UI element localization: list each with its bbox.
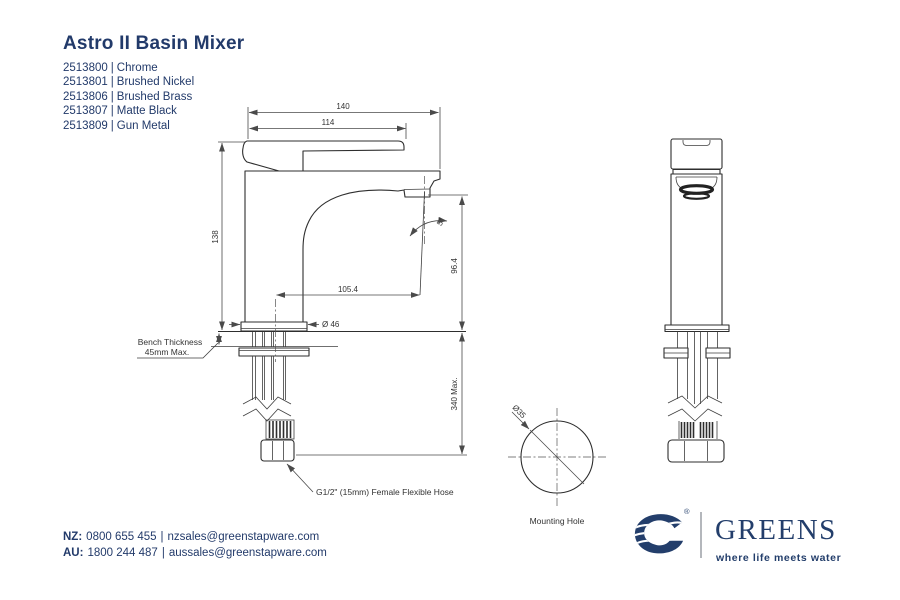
greens-wave-g-icon [634,514,684,554]
product-finish: Gun Metal [116,119,170,132]
dia35-leader-arrow [511,411,530,430]
logo-wordmark: GREENS [715,514,837,546]
product-finish: Matte Black [116,105,177,118]
product-finish: Chrome [116,62,158,74]
dim-mounting-diameter: Ø35 [511,403,528,420]
lever-notch-front [682,140,711,146]
dia35-leader-line [529,429,585,485]
nz-label: NZ: [63,531,83,543]
product-code-row: 2513807|Matte Black [63,104,244,118]
faucet-lever-side [242,140,405,172]
side-view-dimensions: 140 114 138 96.4 340 Max. 105.4 [137,102,468,497]
product-code-row: 2513801|Brushed Nickel [63,75,244,89]
base-flange-front [664,324,730,333]
contact-nz: NZ:0800 655 455|nzsales@greenstapware.co… [63,529,327,545]
bench-note-line1: Bench Thickness [138,337,203,347]
logo-divider [700,512,702,558]
dim-handle-length: 114 [322,118,335,127]
page-title: Astro II Basin Mixer [63,33,245,54]
mounting-hole-diagram: Ø35 Mounting Hole [508,403,606,526]
hose-walls-front [678,421,718,439]
supply-tubes-front [677,331,718,404]
product-code: 2513807 [63,105,108,118]
hose-note: G1/2" (15mm) Female Flexible Hose [316,487,454,497]
product-code-row: 2513806|Brushed Brass [63,90,244,104]
angle-arc [409,216,448,237]
dim-under-bench: 340 Max. [450,378,459,411]
supply-tubes-side [252,332,286,400]
dim-overall-width: 140 [336,102,350,111]
product-code-row: 2513809|Gun Metal [63,119,244,133]
footer-contacts: NZ:0800 655 455|nzsales@greenstapware.co… [63,529,327,561]
hose-nut-side [260,439,295,462]
product-code: 2513806 [63,90,108,103]
cartridge-collar-front [672,168,721,175]
logo-tagline: where life meets water [716,552,842,564]
dim-spout-reach: 105.4 [338,285,359,294]
dim-height-to-handle: 138 [211,230,220,244]
spout-tilt-line [419,191,425,296]
product-code: 2513800 [63,62,108,74]
ext-140 [247,107,441,169]
pipe-break-front [667,395,723,422]
nz-phone: 0800 655 455 [86,531,157,543]
hose-nut-facets-front [684,441,708,461]
au-label: AU: [63,547,84,559]
au-separator: | [161,547,165,559]
greens-logo: ® GREENS where life meets water [630,503,870,571]
product-code: 2513809 [63,119,108,132]
code-separator: | [110,105,114,118]
mounting-hole-circle [520,420,594,494]
hose-nut-facets-side [272,441,284,460]
product-finish: Brushed Nickel [116,76,195,89]
code-separator: | [110,119,114,132]
product-code-list: 2513800|Chrome 2513801|Brushed Nickel 25… [63,61,244,133]
nz-email: nzsales@greenstapware.com [167,531,320,543]
hose-note-leader [286,463,314,493]
faucet-lever-front [670,138,723,170]
au-email: aussales@greenstapware.com [168,547,327,559]
side-view: 140 114 138 96.4 340 Max. 105.4 [137,102,468,497]
hose-ribs-side [268,421,292,438]
hose-ribs-front [680,422,714,438]
product-code: 2513801 [63,76,108,89]
dim-outlet-angle: 5° [435,216,447,227]
product-code-row: 2513800|Chrome [63,61,244,75]
bench-note-leader [137,342,219,359]
au-phone: 1800 244 487 [87,547,158,559]
pipe-break-side [242,396,292,422]
dim-outlet-height: 96.4 [450,258,459,274]
contact-au: AU:1800 244 487|aussales@greenstapware.c… [63,545,327,561]
faucet-body-side [244,170,441,323]
code-separator: | [110,62,114,74]
bench-note-line2: 45mm Max. [145,347,189,357]
aerator-tip-front [682,192,711,200]
mounting-hole-caption: Mounting Hole [530,516,585,526]
faucet-body-front [670,173,723,326]
header: Astro II Basin Mixer 2513800|Chrome 2513… [63,33,244,133]
code-separator: | [110,76,114,89]
nz-separator: | [160,531,164,543]
product-finish: Brushed Brass [116,90,193,103]
base-flange-side [240,321,308,332]
front-view [663,138,731,463]
code-separator: | [110,90,114,103]
aerator-line-side [403,188,431,190]
hose-nut-front [667,439,725,463]
registered-trademark: ® [684,507,690,516]
hose-corrugation-side [265,419,295,440]
lock-flange-side [238,347,310,357]
dim-base-diameter: Ø 46 [322,320,340,329]
